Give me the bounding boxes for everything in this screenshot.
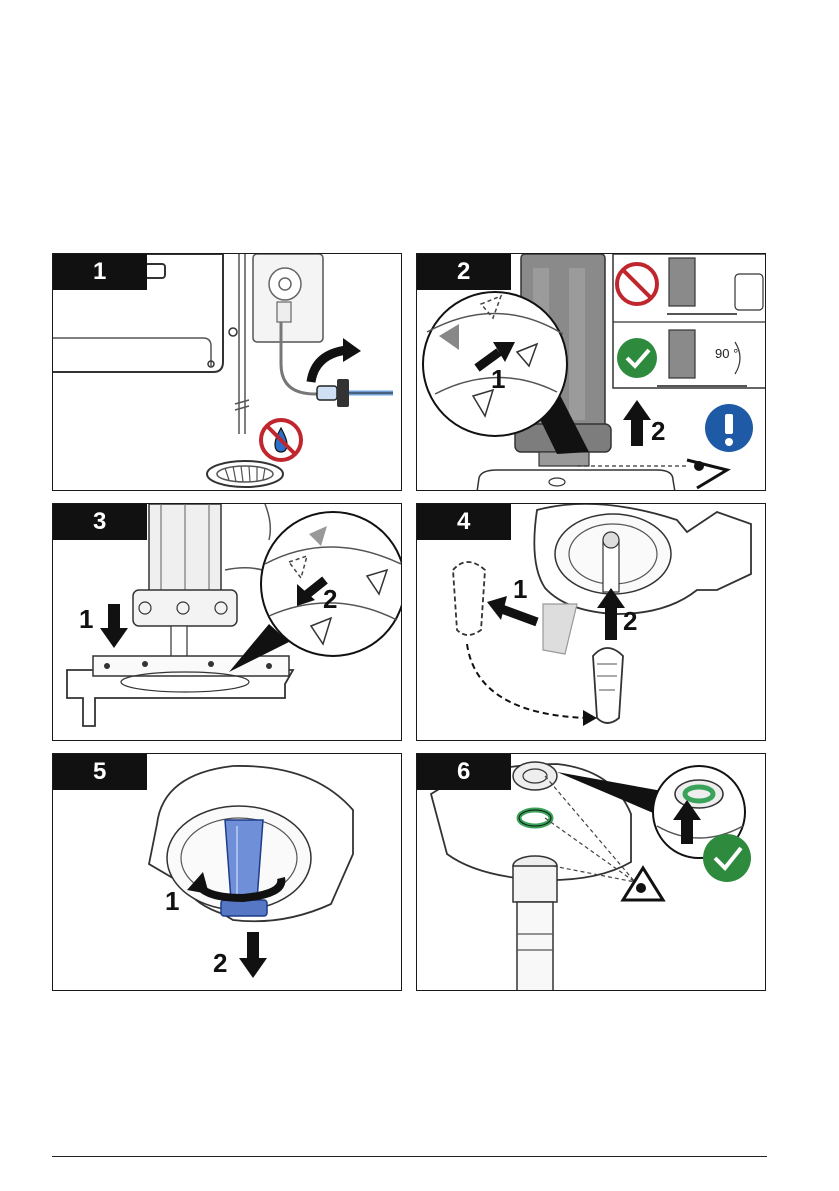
step-6-panel: 6	[416, 753, 766, 991]
step-2-angle: 90 °	[715, 346, 738, 361]
step-4-callout-1: 1	[513, 574, 527, 604]
step-2-panel: 2 1 90 °	[416, 253, 766, 491]
step-4-callout-2: 2	[623, 606, 637, 636]
step-2-callout-2: 2	[651, 416, 665, 446]
footer-rule	[52, 1156, 767, 1157]
step-4-panel: 4 1 2	[416, 503, 766, 741]
step-3-callout-1: 1	[79, 604, 93, 634]
step-5-label: 5	[53, 754, 147, 790]
step-3-callout-2: 2	[323, 584, 337, 614]
step-5-callout-1: 1	[165, 886, 179, 916]
step-1-label: 1	[53, 254, 147, 290]
step-3-label: 3	[53, 504, 147, 540]
step-6-label: 6	[417, 754, 511, 790]
step-4-label: 4	[417, 504, 511, 540]
step-5-panel: 5 1 2	[52, 753, 402, 991]
step-3-panel: 3 1 2	[52, 503, 402, 741]
step-5-callout-2: 2	[213, 948, 227, 978]
step-1-panel: 1	[52, 253, 402, 491]
step-2-label: 2	[417, 254, 511, 290]
